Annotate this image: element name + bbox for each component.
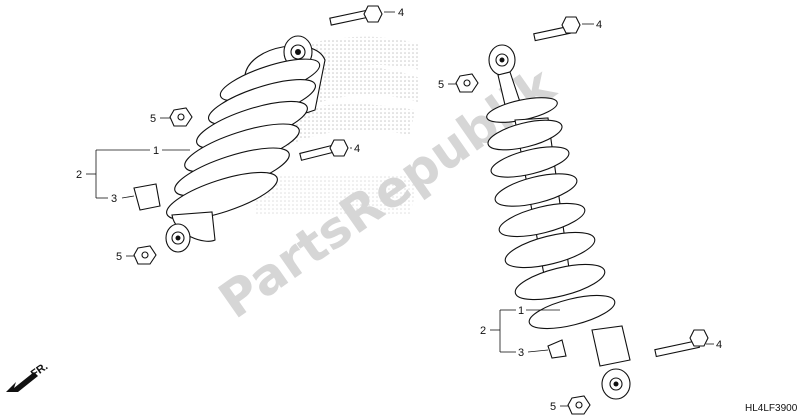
- left-lower-body: [171, 211, 216, 242]
- right-lower-body: [591, 325, 631, 367]
- callout-5-nut: 5: [116, 251, 122, 263]
- right-upper-nut: [455, 73, 479, 93]
- right-top-bolt: [533, 16, 581, 42]
- callout-3-rubber: 3: [518, 347, 524, 359]
- callout-3-rubber: 3: [111, 193, 117, 205]
- callout-4-bolt: 4: [716, 339, 722, 351]
- callout-4-bolt: 4: [398, 7, 404, 19]
- callout-2-assembly: 2: [76, 169, 82, 181]
- callout-1-shock: 1: [153, 145, 159, 157]
- callout-4-bolt: 4: [354, 143, 360, 155]
- right-lower-nut: [567, 395, 591, 415]
- callout-5-nut: 5: [438, 79, 444, 91]
- right-shock-absorber: [486, 44, 631, 400]
- callout-2-assembly: 2: [480, 325, 486, 337]
- callout-5-nut: 5: [150, 113, 156, 125]
- left-shock-absorber: [165, 35, 326, 253]
- diagram-code: HL4LF3900: [745, 403, 798, 414]
- right-low-bolt: [654, 329, 709, 358]
- left-lower-nut: [133, 245, 157, 265]
- callout-1-shock: 1: [518, 305, 524, 317]
- left-upper-nut: [169, 107, 193, 127]
- left-mid-bolt: [299, 139, 349, 161]
- left-top-bolt: [329, 5, 383, 26]
- callout-4-bolt: 4: [596, 19, 602, 31]
- left-stopper-rubber: [133, 183, 161, 211]
- callout-5-nut: 5: [550, 401, 556, 413]
- front-direction-arrow: FR.: [6, 360, 50, 392]
- right-stopper-rubber: [547, 339, 567, 359]
